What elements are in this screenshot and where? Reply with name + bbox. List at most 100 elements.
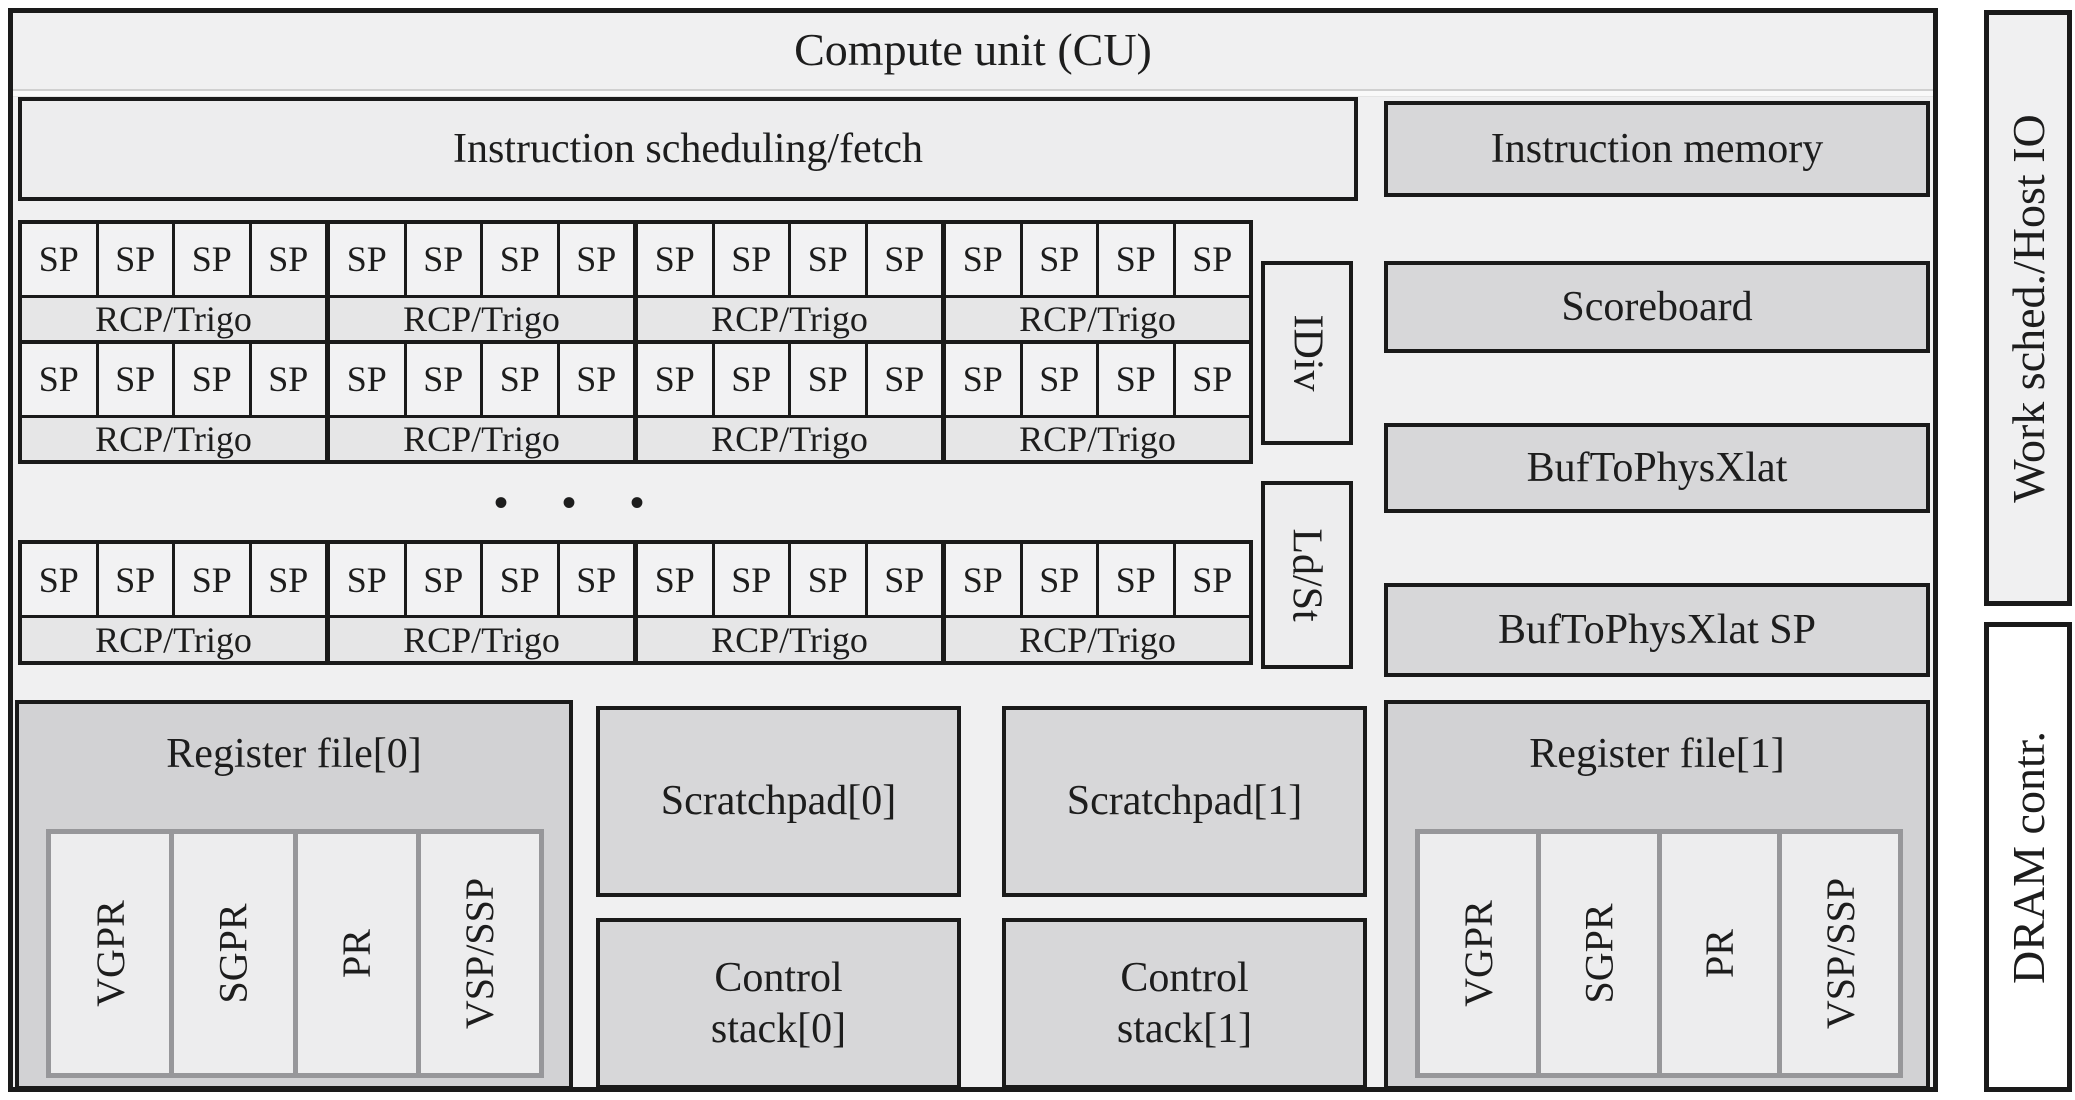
scratchpad-0-box: Scratchpad[0] xyxy=(596,706,961,897)
sp-cell: SP xyxy=(480,344,557,415)
register-file-1-title: Register file[1] xyxy=(1529,731,1785,777)
register-file-0-sections: VGPR SGPR PR VSP/SSP xyxy=(46,829,544,1078)
sp-cell: SP xyxy=(788,344,865,415)
sp-cell: SP xyxy=(864,344,942,415)
rcp-trigo-cell: RCP/Trigo xyxy=(95,418,252,459)
sp-cell: SP xyxy=(556,544,634,616)
sp-cell: SP xyxy=(403,544,481,616)
rcp-trigo-cell: RCP/Trigo xyxy=(325,417,633,460)
rcp-trigo-cell: RCP/Trigo xyxy=(941,417,1249,460)
sp-cell: SP xyxy=(711,344,789,415)
scoreboard-box: Scoreboard xyxy=(1384,261,1930,353)
register-section-label: VSP/SSP xyxy=(457,877,503,1030)
sp-cell: SP xyxy=(1172,544,1250,616)
buftophysxlat-box: BufToPhysXlat xyxy=(1384,423,1930,513)
register-file-0-title: Register file[0] xyxy=(166,731,422,777)
sp-cell: SP xyxy=(1019,224,1097,295)
sp-cell: SP xyxy=(480,544,557,616)
sp-cell: SP xyxy=(403,224,481,295)
dram-controller-label: DRAM contr. xyxy=(2002,730,2054,984)
ldst-unit-box: Ld/St xyxy=(1261,481,1353,669)
sp-cell: SP xyxy=(38,239,79,280)
register-section-vgpr: VGPR xyxy=(51,834,170,1073)
sp-cell: SP xyxy=(1172,224,1250,295)
register-section-label: PR xyxy=(1696,929,1742,978)
sp-cell: SP xyxy=(633,224,712,295)
compute-unit-title: Compute unit (CU) xyxy=(794,23,1152,75)
sp-cell: SP xyxy=(95,544,173,616)
sp-cell: SP xyxy=(864,224,942,295)
sp-cell: SP xyxy=(403,344,481,415)
sp-cell: SP xyxy=(1172,344,1250,415)
register-file-1-sections: VGPR SGPR PR VSP/SSP xyxy=(1415,829,1903,1078)
sp-cell: SP xyxy=(864,544,942,616)
sp-cell: SP xyxy=(172,224,249,295)
rcp-trigo-cell: RCP/Trigo xyxy=(941,618,1249,661)
control-stack-0-box: Control stack[0] xyxy=(596,918,961,1089)
sp-cell: SP xyxy=(1019,544,1097,616)
sp-cell: SP xyxy=(556,224,634,295)
buftophysxlat-sp-box: BufToPhysXlat SP xyxy=(1384,583,1930,677)
sp-cell: SP xyxy=(248,344,326,415)
register-section-vsp-ssp: VSP/SSP xyxy=(1777,834,1898,1073)
sp-cell: SP xyxy=(633,344,712,415)
sp-cell: SP xyxy=(325,544,404,616)
instruction-scheduling-fetch-box: Instruction scheduling/fetch xyxy=(18,97,1358,201)
sp-cell: SP xyxy=(172,544,249,616)
ldst-label: Ld/St xyxy=(1284,528,1331,622)
register-section-pr: PR xyxy=(1656,834,1778,1073)
rcp-trigo-cell: RCP/Trigo xyxy=(325,297,633,340)
register-section-label: VSP/SSP xyxy=(1817,877,1863,1030)
title-separator xyxy=(13,89,1933,97)
sp-cell: SP xyxy=(248,544,326,616)
sp-cell: SP xyxy=(788,544,865,616)
sp-cell: SP xyxy=(38,359,79,400)
register-file-1-box: Register file[1] VGPR SGPR PR VSP/SSP xyxy=(1384,700,1930,1090)
sp-cell: SP xyxy=(788,224,865,295)
sp-cell: SP xyxy=(95,344,173,415)
work-sched-host-io-box: Work sched./Host IO xyxy=(1984,10,2072,606)
register-section-vgpr: VGPR xyxy=(1420,834,1536,1073)
sp-cell: SP xyxy=(38,559,79,600)
register-section-label: VGPR xyxy=(87,900,133,1007)
sp-cell: SP xyxy=(1096,544,1173,616)
instruction-memory-box: Instruction memory xyxy=(1384,101,1930,197)
rcp-trigo-cell: RCP/Trigo xyxy=(633,618,941,661)
sp-cell: SP xyxy=(941,224,1020,295)
sp-cell: SP xyxy=(480,224,557,295)
register-section-label: PR xyxy=(334,929,380,978)
register-section-label: VGPR xyxy=(1455,900,1501,1007)
sp-cell: SP xyxy=(556,344,634,415)
sp-cell: SP xyxy=(633,544,712,616)
sp-cell: SP xyxy=(248,224,326,295)
sp-cell: SP xyxy=(325,344,404,415)
sp-cell: SP xyxy=(1019,344,1097,415)
sp-cell: SP xyxy=(941,344,1020,415)
ellipsis-dots: • • • xyxy=(493,479,646,525)
register-section-pr: PR xyxy=(292,834,416,1073)
scratchpad-1-box: Scratchpad[1] xyxy=(1002,706,1367,897)
work-sched-host-io-label: Work sched./Host IO xyxy=(2002,113,2054,503)
sp-cell: SP xyxy=(711,544,789,616)
sp-cell: SP xyxy=(325,224,404,295)
rcp-trigo-cell: RCP/Trigo xyxy=(325,618,633,661)
register-section-label: SGPR xyxy=(1576,903,1622,1004)
rcp-trigo-cell: RCP/Trigo xyxy=(941,297,1249,340)
sp-cell: SP xyxy=(95,224,173,295)
rcp-trigo-cell: RCP/Trigo xyxy=(95,619,252,660)
sp-cell: SP xyxy=(711,224,789,295)
register-section-label: SGPR xyxy=(210,903,256,1004)
rcp-trigo-cell: RCP/Trigo xyxy=(95,298,252,339)
idiv-unit-box: IDiv xyxy=(1261,261,1353,445)
rcp-trigo-cell: RCP/Trigo xyxy=(633,417,941,460)
idiv-label: IDiv xyxy=(1284,314,1330,392)
